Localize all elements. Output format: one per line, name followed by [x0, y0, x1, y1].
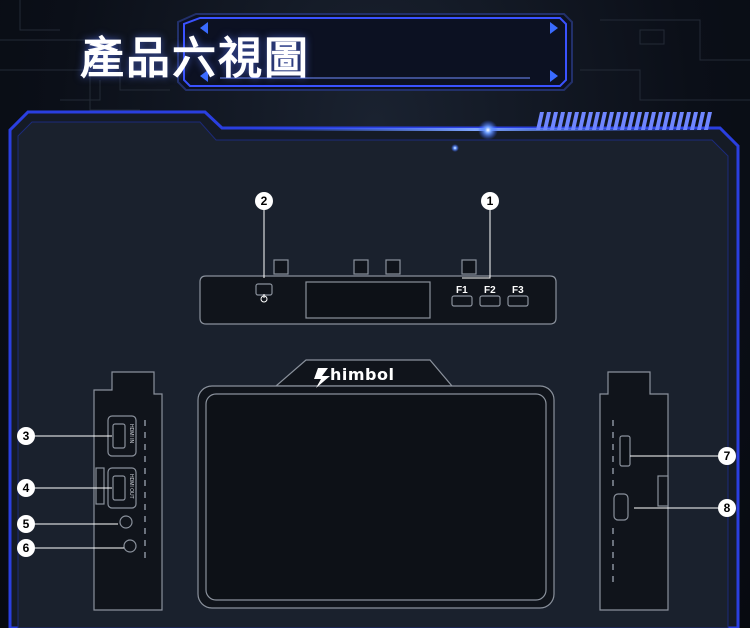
f3-key-label: F3 — [512, 285, 524, 296]
callout-6: 6 — [17, 539, 35, 557]
right-side-view — [599, 371, 669, 611]
page-title: 產品六視圖 — [80, 33, 310, 84]
left-side-view — [93, 371, 163, 611]
callout-5: 5 — [17, 515, 35, 533]
front-view — [197, 359, 555, 609]
callout-1: 1 — [481, 192, 499, 210]
hdmi-in-label: HDMI IN — [128, 424, 134, 444]
f1-key-label: F1 — [456, 285, 468, 296]
f2-key-label: F2 — [484, 285, 496, 296]
callout-7: 7 — [718, 447, 736, 465]
callout-4: 4 — [17, 479, 35, 497]
callout-8: 8 — [718, 499, 736, 517]
top-view — [199, 259, 557, 325]
hdmi-out-label: HDMI OUT — [128, 474, 134, 499]
callout-2: 2 — [255, 192, 273, 210]
callout-3: 3 — [17, 427, 35, 445]
brand-logo-text: himbol — [330, 365, 395, 384]
